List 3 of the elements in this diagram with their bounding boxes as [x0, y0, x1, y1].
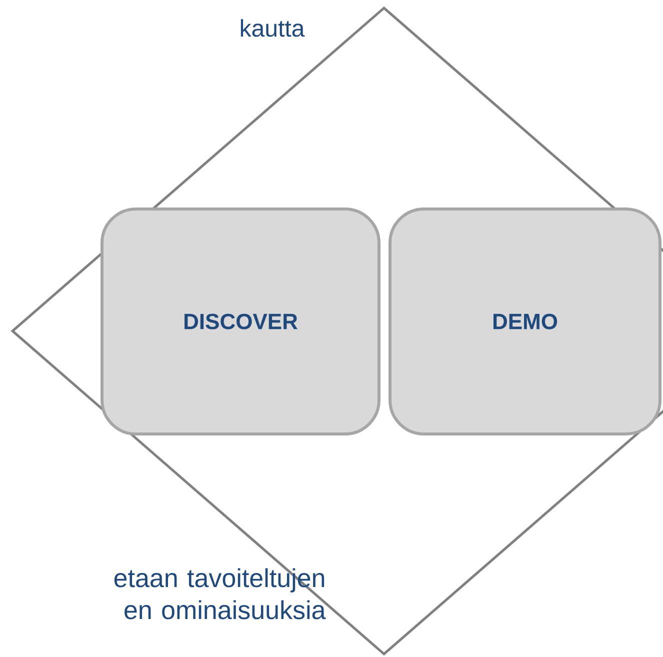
rounded-box: DEMO: [388, 208, 662, 436]
label-text: kautta: [240, 19, 305, 37]
rounded-box: DISCOVER: [100, 208, 380, 436]
